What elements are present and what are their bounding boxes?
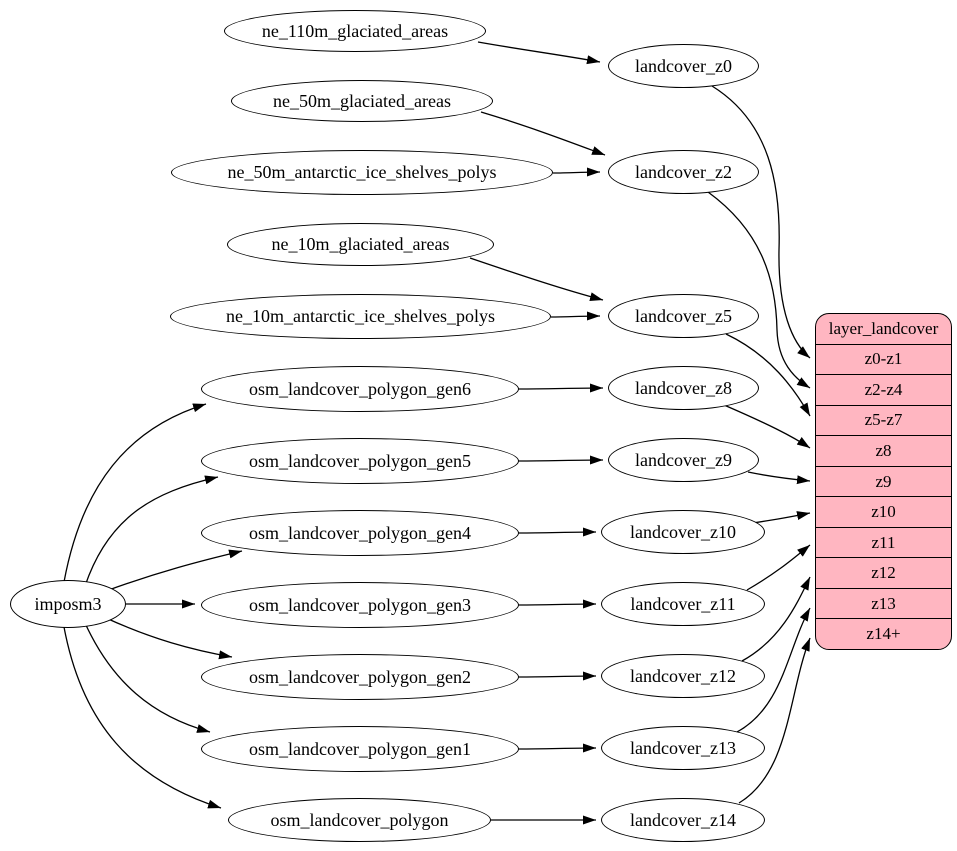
edge-ne_10m_glaciated_areas-to-landcover_z5 (469, 257, 604, 302)
edge-landcover_z0-to-row-z0-z1 (711, 85, 811, 359)
node-ne_50m_glaciated_areas: ne_50m_glaciated_areas (231, 80, 493, 122)
edge-landcover_z9-to-row-z9 (747, 471, 811, 485)
record-layer_landcover: layer_landcover z0-z1 z2-z4 z5-z7 z8 z9 … (815, 313, 952, 650)
edge-osm_landcover_polygon_gen2-to-landcover_z12 (518, 671, 597, 681)
node-osm_landcover_polygon_gen4: osm_landcover_polygon_gen4 (201, 510, 519, 556)
node-osm_landcover_polygon_gen5: osm_landcover_polygon_gen5 (201, 438, 519, 484)
node-ne_50m_antarctic_ice_shelves_polys: ne_50m_antarctic_ice_shelves_polys (171, 150, 553, 195)
node-imposm3: imposm3 (10, 580, 126, 628)
node-osm_landcover_polygon: osm_landcover_polygon (228, 798, 491, 842)
edge-imposm3-to-osm_landcover_polygon_gen1 (84, 622, 211, 733)
edge-osm_landcover_polygon_gen3-to-landcover_z11 (518, 599, 597, 609)
edge-landcover_z10-to-row-z10 (751, 511, 811, 524)
edge-ne_50m_antarctic_ice_shelves_polys-to-landcover_z2 (552, 167, 601, 177)
node-ne_10m_antarctic_ice_shelves_polys: ne_10m_antarctic_ice_shelves_polys (170, 294, 551, 339)
node-osm_landcover_polygon_gen1: osm_landcover_polygon_gen1 (201, 726, 519, 772)
edge-osm_landcover_polygon_gen6-to-landcover_z8 (518, 383, 604, 393)
node-landcover_z12: landcover_z12 (601, 654, 765, 698)
record-row-z12: z12 (816, 557, 951, 588)
record-title: layer_landcover (828, 318, 939, 338)
node-landcover_z9: landcover_z9 (608, 438, 759, 482)
edge-imposm3-to-osm_landcover_polygon_gen6 (63, 403, 207, 583)
node-osm_landcover_polygon_gen3: osm_landcover_polygon_gen3 (201, 582, 519, 628)
node-landcover_z10: landcover_z10 (601, 510, 765, 554)
edge-osm_landcover_polygon_gen4-to-landcover_z10 (518, 527, 597, 537)
edge-landcover_z2-to-row-z2-z4 (707, 191, 811, 389)
edge-landcover_z12-to-row-z12 (741, 576, 811, 662)
edge-imposm3-to-osm_landcover_polygon (63, 626, 222, 809)
record-row-z14: z14+ (816, 618, 951, 649)
edge-landcover_z13-to-row-z13 (736, 607, 811, 733)
node-landcover_z0: landcover_z0 (608, 44, 759, 88)
record-row-z13: z13 (816, 587, 951, 619)
record-row-z9: z9 (816, 465, 951, 497)
record-row-z5-z7: z5-z7 (816, 404, 951, 436)
edge-imposm3-to-osm_landcover_polygon_gen4 (105, 549, 243, 592)
edge-osm_landcover_polygon_gen1-to-landcover_z13 (518, 743, 597, 753)
edge-imposm3-to-osm_landcover_polygon_gen5 (84, 475, 219, 587)
record-row-z11: z11 (816, 526, 951, 558)
node-ne_10m_glaciated_areas: ne_10m_glaciated_areas (227, 223, 494, 266)
edge-imposm3-to-osm_landcover_polygon_gen2 (105, 617, 233, 660)
edge-ne_110m_glaciated_areas-to-landcover_z0 (477, 41, 601, 65)
record-row-z10: z10 (816, 496, 951, 527)
node-landcover_z13: landcover_z13 (601, 726, 765, 770)
node-landcover_z5: landcover_z5 (608, 294, 759, 338)
record-row-z2-z4: z2-z4 (816, 374, 951, 405)
edge-ne_10m_antarctic_ice_shelves_polys-to-landcover_z5 (550, 311, 601, 321)
edge-osm_landcover_polygon_gen5-to-landcover_z9 (518, 455, 604, 465)
record-row-z8: z8 (816, 435, 951, 466)
node-ne_110m_glaciated_areas: ne_110m_glaciated_areas (224, 10, 486, 52)
edge-landcover_z14-to-row-z14 (738, 637, 811, 804)
record-row-z0-z1: z0-z1 (816, 343, 951, 375)
node-landcover_z2: landcover_z2 (608, 150, 759, 194)
edge-landcover_z8-to-row-z8 (723, 404, 811, 449)
node-landcover_z11: landcover_z11 (601, 582, 765, 626)
edge-landcover_z11-to-row-z11 (746, 544, 811, 591)
edge-landcover_z5-to-row-z5-z7 (725, 333, 811, 417)
node-landcover_z14: landcover_z14 (601, 798, 765, 842)
node-landcover_z8: landcover_z8 (608, 366, 759, 410)
node-osm_landcover_polygon_gen6: osm_landcover_polygon_gen6 (201, 366, 519, 412)
edge-ne_50m_glaciated_areas-to-landcover_z2 (480, 111, 606, 156)
node-osm_landcover_polygon_gen2: osm_landcover_polygon_gen2 (201, 654, 519, 700)
